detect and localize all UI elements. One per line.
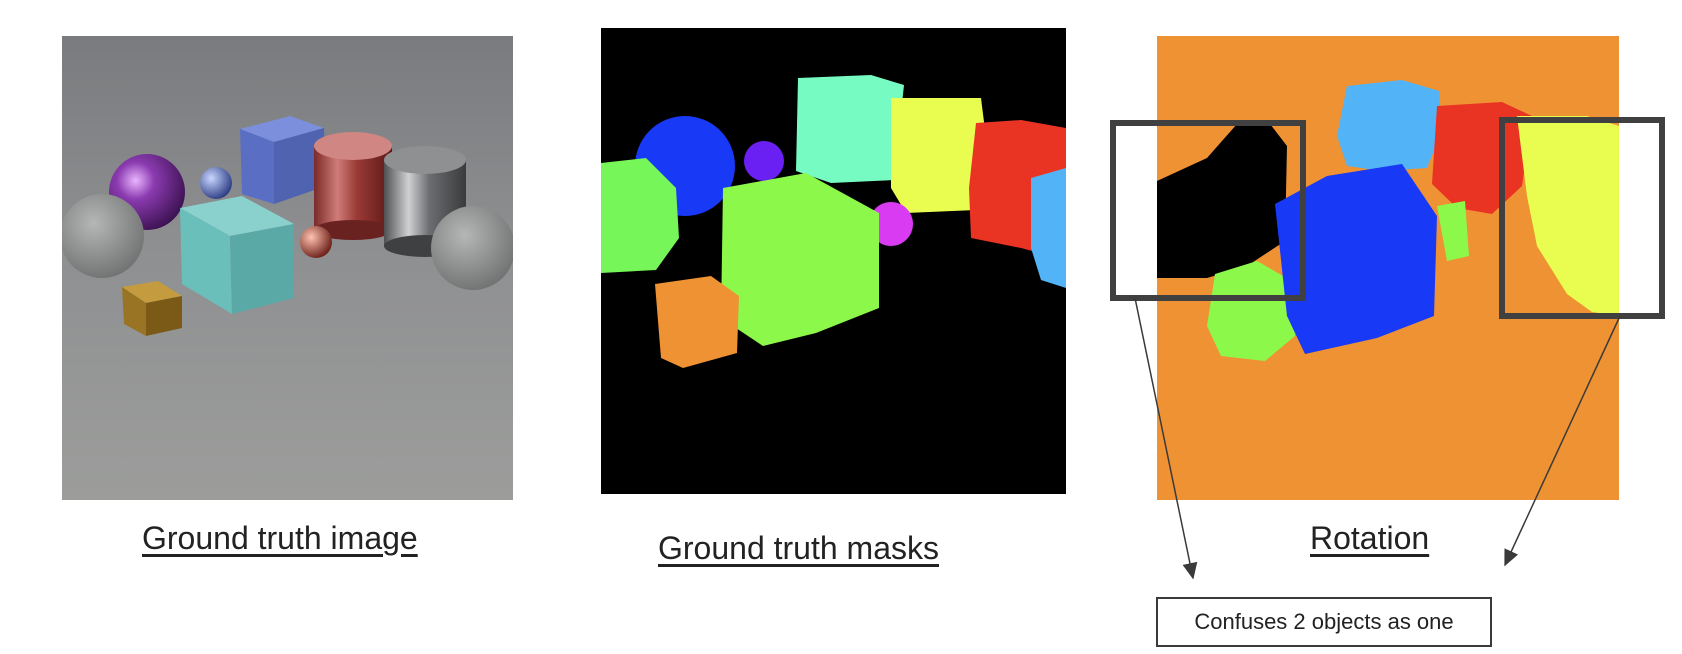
ground-truth-image bbox=[62, 36, 513, 500]
pred-green-sliver bbox=[1437, 201, 1469, 261]
mask-magenta-sphere bbox=[869, 202, 913, 246]
pred-blue-region bbox=[1275, 164, 1437, 354]
callout-box: Confuses 2 objects as one bbox=[1156, 597, 1492, 647]
rotation-caption: Rotation bbox=[1310, 520, 1430, 556]
mask-light-blue-sphere bbox=[1031, 168, 1066, 288]
ground-truth-image-caption: Ground truth image bbox=[142, 520, 418, 556]
mask-map bbox=[601, 28, 1066, 494]
mask-green-cube bbox=[721, 173, 879, 346]
ground-truth-masks-caption: Ground truth masks bbox=[658, 530, 939, 566]
mask-orange-cube bbox=[655, 276, 739, 368]
mask-teal-cube bbox=[796, 75, 904, 183]
rotation-mask-map bbox=[1157, 36, 1619, 500]
ground-truth-masks bbox=[601, 28, 1066, 494]
rotation-prediction bbox=[1157, 36, 1619, 500]
pred-light-blue-region bbox=[1337, 80, 1442, 171]
mask-green-sphere bbox=[601, 158, 679, 273]
mask-violet-sphere bbox=[744, 141, 784, 181]
mask-yellow-cylinder bbox=[891, 98, 986, 213]
callout-text: Confuses 2 objects as one bbox=[1194, 609, 1454, 634]
scene-render bbox=[62, 36, 513, 500]
